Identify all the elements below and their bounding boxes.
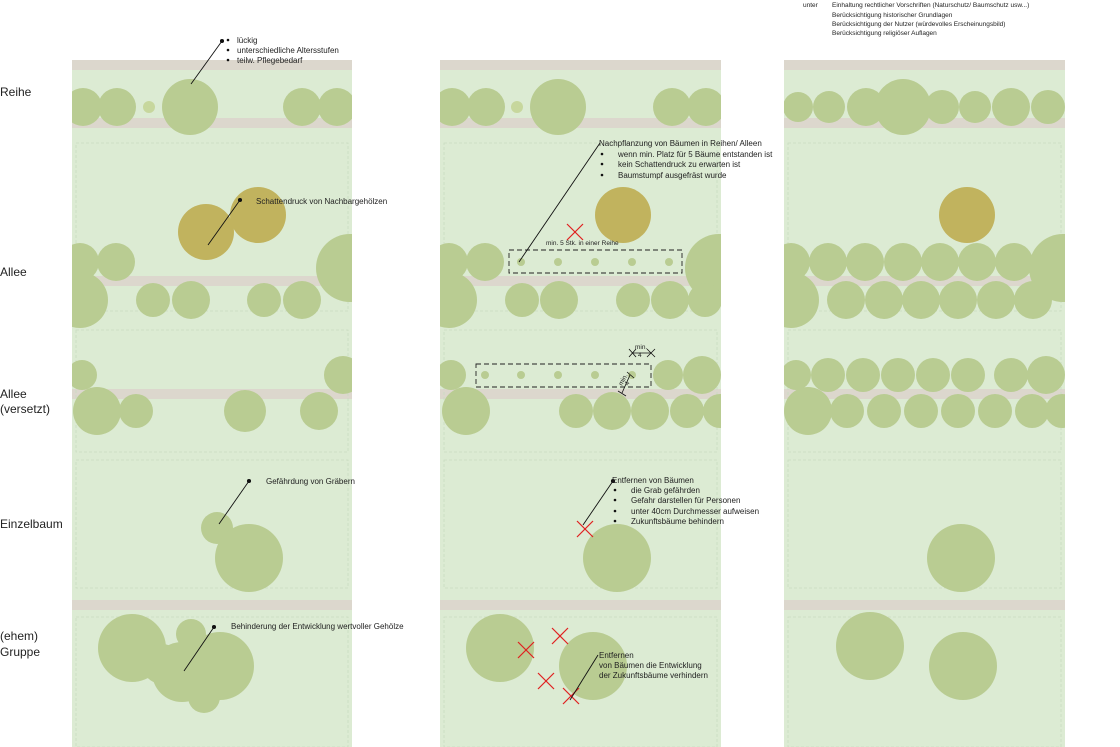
removal-cross [517, 641, 535, 659]
replanting-row-versetzt [475, 363, 652, 388]
row-labels: Reihe Allee Allee (versetzt) Einzelbaum … [0, 85, 63, 659]
text-current: lückig unterschiedliche Altersstufen tei… [226, 36, 404, 631]
note-nachpflanzung-1: wenn min. Platz für 5 Bäume entstanden i… [617, 150, 773, 159]
header-line-4: Berücksichtigung religiöser Auflagen [832, 30, 937, 37]
header-prefix: unter [803, 2, 819, 9]
row-label-reihe: Reihe [0, 85, 32, 99]
trees-reihe [440, 79, 721, 135]
note-schattendruck: Schattendruck von Nachbargehölzen [256, 197, 387, 206]
trees-gruppe [836, 612, 997, 700]
note-nachpflanzung-title: Nachpflanzung von Bäumen in Reihen/ Alle… [599, 139, 762, 148]
note-min-value-diagonal: 4 [624, 380, 632, 387]
removal-cross [576, 520, 594, 538]
plot-outlines [443, 142, 718, 747]
note-reihe-2: unterschiedliche Altersstufen [237, 46, 339, 55]
panel-measures: Nachpflanzung von Bäumen in Reihen/ Alle… [440, 60, 773, 747]
trees-reihe [72, 79, 352, 135]
text-measures: Nachpflanzung von Bäumen in Reihen/ Alle… [546, 139, 773, 680]
removal-cross [566, 223, 584, 241]
trees-allee [784, 187, 1065, 328]
row-label-allee: Allee [0, 265, 27, 279]
header-line-2: Berücksichtigung historischer Grundlagen [832, 12, 953, 19]
trees-gruppe [98, 614, 254, 713]
row-label-allee-versetzt-2: (versetzt) [0, 402, 50, 416]
panel-current: lückig unterschiedliche Altersstufen tei… [72, 36, 404, 747]
trees-allee [440, 187, 721, 328]
trees-allee-versetzt [784, 356, 1065, 435]
panel-target [784, 60, 1065, 747]
trees-allee-versetzt [72, 356, 352, 435]
removal-cross [551, 627, 569, 645]
row-label-einzelbaum: Einzelbaum [0, 517, 63, 531]
annotations-measures [518, 142, 616, 701]
trees-einzelbaum [583, 524, 651, 592]
note-nachpflanzung-3: Baumstumpf ausgefräst wurde [618, 171, 727, 180]
row-label-allee-versetzt-1: Allee [0, 387, 27, 401]
note-min-value: 4 [638, 352, 642, 359]
header-line-3: Berücksichtigung der Nutzer (würdevolles… [832, 21, 1005, 28]
note-behinderung: Behinderung der Entwicklung wertvoller G… [231, 622, 404, 631]
row-label-gruppe-1: (ehem) [0, 629, 38, 643]
replanting-row-allee [508, 249, 683, 274]
distance-marks [617, 348, 656, 397]
note-entfernen2-3: der Zukunftsbäume verhindern [599, 671, 708, 680]
note-nachpflanzung-2: kein Schattendruck zu erwarten ist [618, 160, 741, 169]
note-entfernen-1: die Grab gefährden [631, 486, 700, 495]
trees-allee-versetzt [440, 356, 721, 435]
note-reihe-3: teilw. Pflegebedarf [237, 56, 303, 65]
trees-reihe [784, 79, 1065, 135]
trees-allee [72, 187, 352, 328]
row-label-gruppe-2: Gruppe [0, 645, 40, 659]
note-min-reihe: min. 5 Stk. in einer Reihe [546, 240, 619, 247]
note-entfernen-title: Entfernen von Bäumen [612, 476, 694, 485]
note-entfernen2-2: von Bäumen die Entwicklung [599, 661, 702, 670]
removal-crosses [517, 223, 594, 705]
trees-einzelbaum [927, 524, 995, 592]
trees-einzelbaum [201, 512, 283, 592]
note-entfernen-2: Gefahr darstellen für Personen [631, 496, 740, 505]
trees-gruppe [466, 614, 627, 700]
note-reihe-1: lückig [237, 36, 257, 45]
header-notes: unter Einhaltung rechtlicher Vorschrifte… [803, 2, 1029, 37]
note-entfernen-4: Zukunftsbäume behindern [631, 517, 724, 526]
removal-cross [537, 672, 555, 690]
note-entfernen-3: unter 40cm Durchmesser aufweisen [631, 507, 759, 516]
header-line-1: Einhaltung rechtlicher Vorschriften (Nat… [832, 2, 1029, 9]
note-min-label: min. [635, 344, 647, 351]
annotations-current [183, 38, 252, 672]
note-entfernen2-1: Entfernen [599, 651, 634, 660]
note-gefaehrdung: Gefährdung von Gräbern [266, 477, 355, 486]
